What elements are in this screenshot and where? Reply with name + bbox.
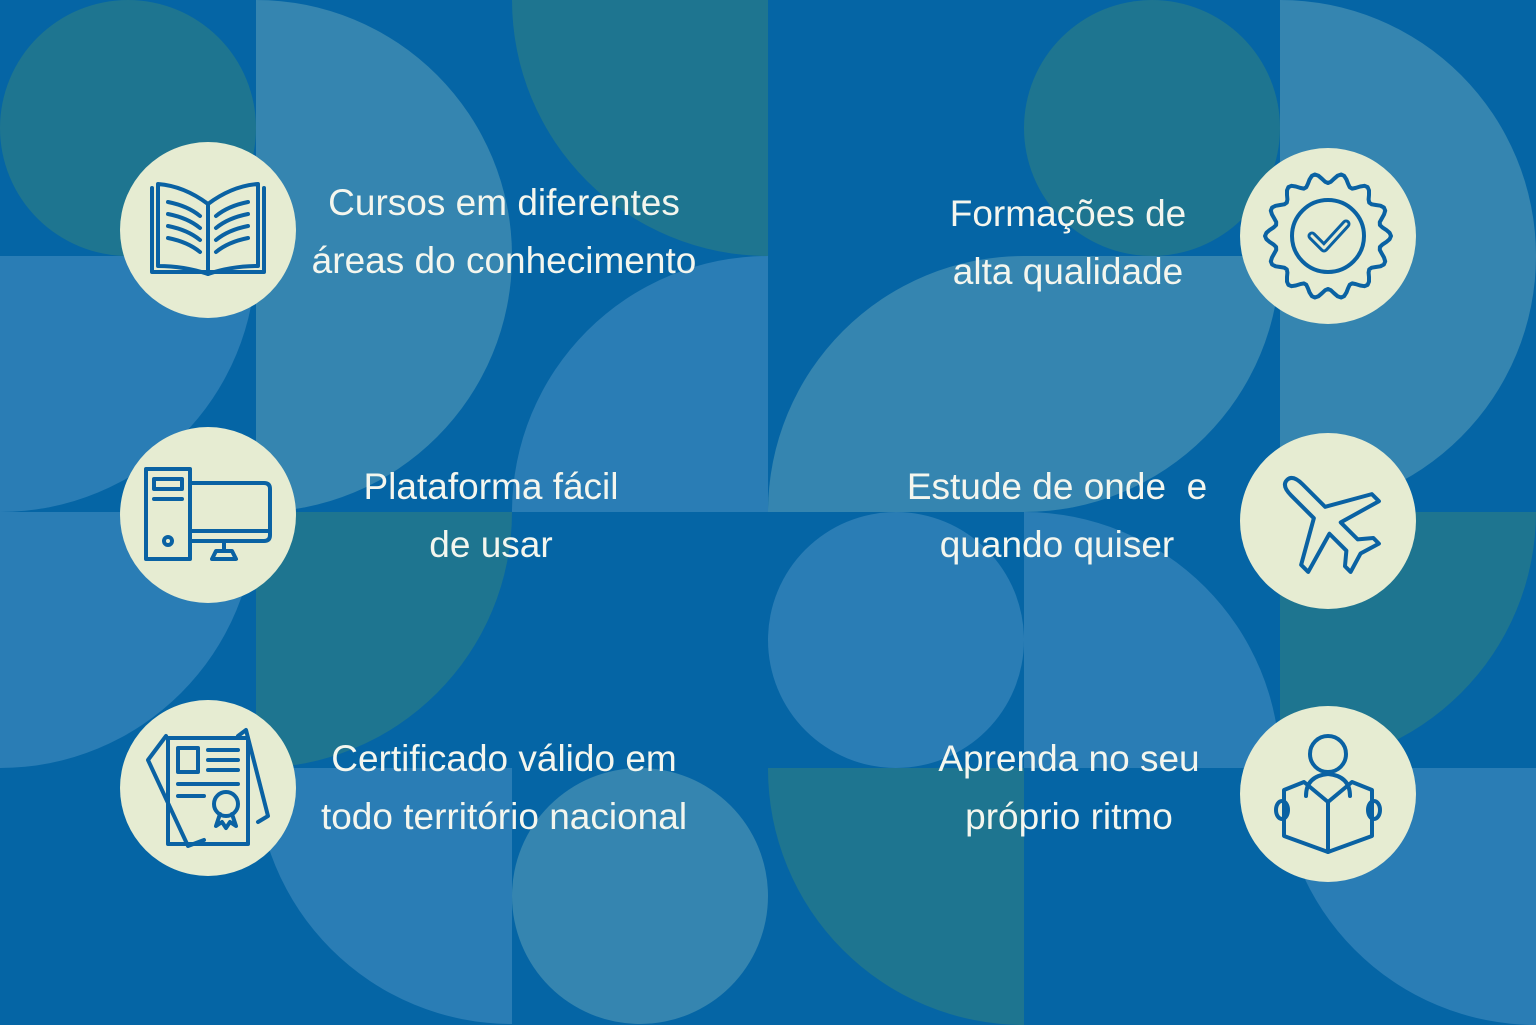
bg-shape (0, 256, 256, 512)
quality-badge-check-icon (1240, 148, 1416, 324)
person-reading-icon (1240, 706, 1416, 882)
bg-shape (1024, 256, 1280, 512)
airplane-icon (1240, 433, 1416, 609)
bg-shape (1024, 512, 1280, 768)
bg-shape (512, 0, 768, 256)
bg-shape (768, 256, 1024, 512)
feature-line: de usar (429, 524, 553, 565)
feature-line: quando quiser (939, 524, 1175, 565)
desktop-computer-icon (120, 427, 296, 603)
feature-text: Plataforma fácil de usar (261, 458, 721, 574)
bg-shape (767, 768, 1024, 1025)
feature-line: Cursos em diferentes (328, 182, 680, 223)
bg-shape (256, 768, 512, 1024)
feature-line: alta qualidade (952, 251, 1184, 292)
feature-text: Cursos em diferentes áreas do conhecimen… (274, 174, 734, 290)
bg-shape (768, 512, 1024, 768)
bg-shape (256, 0, 512, 512)
feature-line: Plataforma fácil (363, 466, 619, 507)
feature-line: próprio ritmo (965, 796, 1173, 837)
feature-line: todo território nacional (320, 796, 688, 837)
bg-shape (1024, 0, 1280, 256)
feature-line: Estude de onde e (906, 466, 1208, 507)
feature-line: Certificado válido em (331, 738, 677, 779)
feature-text: Aprenda no seu próprio ritmo (839, 730, 1299, 846)
feature-line: Formações de (949, 193, 1187, 234)
feature-line: Aprenda no seu (938, 738, 1200, 779)
bg-shape (512, 256, 768, 512)
feature-line: áreas do conhecimento (311, 240, 697, 281)
bg-shape (512, 768, 768, 1024)
feature-text: Estude de onde e quando quiser (827, 458, 1287, 574)
open-book-icon (120, 142, 296, 318)
certificate-icon (120, 700, 296, 876)
feature-text: Certificado válido em todo território na… (274, 730, 734, 846)
bg-shape (256, 512, 512, 768)
feature-text: Formações de alta qualidade (838, 185, 1298, 301)
